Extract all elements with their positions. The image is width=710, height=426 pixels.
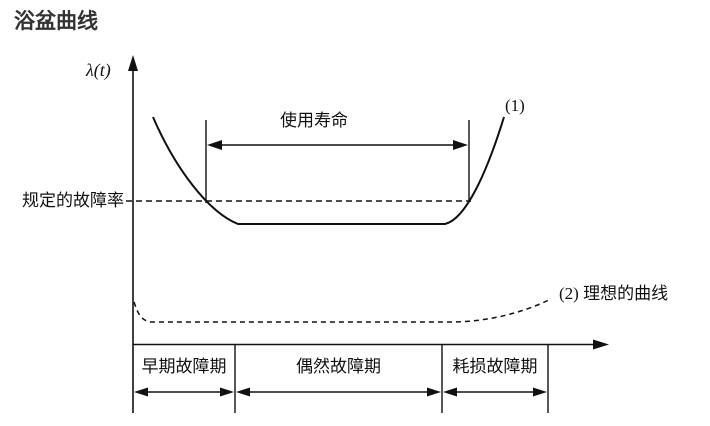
useful-life-arrowhead-left-icon <box>207 140 222 150</box>
region-arrow-random-right-icon <box>427 387 441 397</box>
useful-life-label: 使用寿命 <box>280 111 348 130</box>
region-label-random-failure: 偶然故障期 <box>296 357 381 376</box>
region-arrow-early-left-icon <box>134 387 148 397</box>
curve2-ideal-curve-label: (2) 理想的曲线 <box>559 284 669 303</box>
useful-life-arrowhead-right-icon <box>453 140 468 150</box>
region-arrow-wearout-left-icon <box>443 387 457 397</box>
region-arrow-early-right-icon <box>220 387 234 397</box>
specified-failure-rate-label: 规定的故障率 <box>22 191 124 210</box>
y-axis-arrowhead-icon <box>128 55 138 71</box>
page-title: 浴盆曲线 <box>14 10 98 33</box>
bathtub-curve <box>152 116 505 225</box>
ideal-curve <box>133 298 552 323</box>
curve1-label: (1) <box>505 96 525 115</box>
region-label-wearout-failure: 耗损故障期 <box>452 357 538 376</box>
y-axis-label: λ(t) <box>86 60 111 80</box>
region-label-early-failure: 早期故障期 <box>141 357 227 376</box>
x-axis-arrowhead-icon <box>593 339 609 350</box>
region-arrow-wearout-right-icon <box>533 387 547 397</box>
region-arrow-random-left-icon <box>236 387 250 397</box>
